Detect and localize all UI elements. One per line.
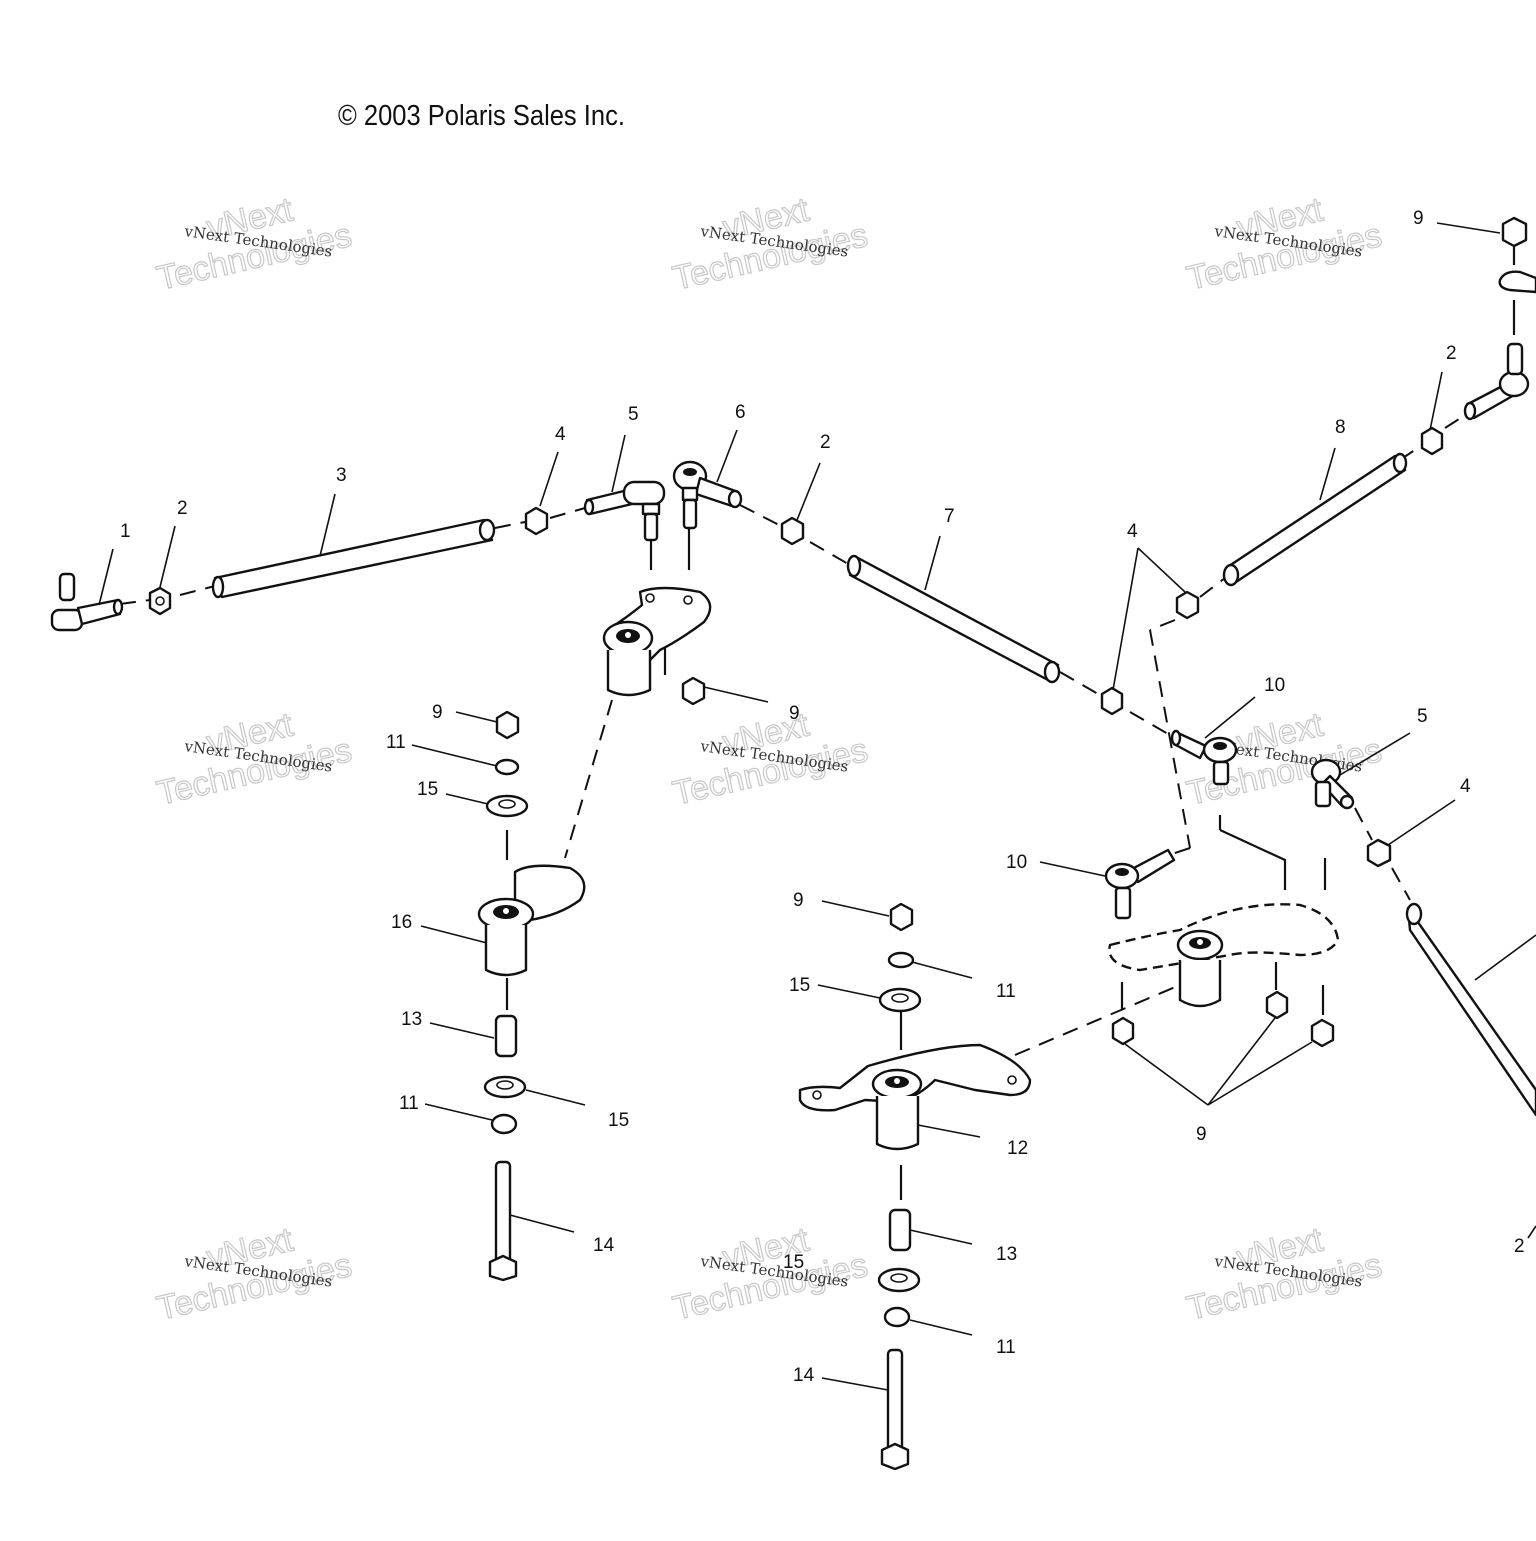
callout-13[interactable]: 13 [996, 1244, 1017, 1265]
parts [50, 216, 1536, 1471]
callout-9[interactable]: 9 [1196, 1124, 1207, 1145]
part-bushing[interactable] [490, 1113, 518, 1135]
part-tie-rod-end-5-right[interactable] [1310, 758, 1355, 810]
part-tie-rod-3[interactable] [211, 518, 496, 599]
part-lock-nut[interactable] [1111, 1016, 1135, 1046]
part-pitman-arm[interactable] [602, 586, 712, 697]
callout-6[interactable]: 6 [735, 402, 746, 423]
part-lock-nut[interactable] [1265, 990, 1289, 1020]
part-sleeve[interactable] [494, 1014, 518, 1058]
part-lock-nut[interactable] [681, 676, 706, 706]
part-lock-nut[interactable] [1310, 1018, 1335, 1048]
part-washer[interactable] [877, 1267, 921, 1293]
callout-2[interactable]: 2 [820, 432, 831, 453]
part-jam-nut[interactable] [1175, 590, 1200, 620]
callout-9[interactable]: 9 [432, 702, 443, 723]
part-rod-end-10-lower[interactable] [1104, 848, 1176, 920]
callout-3[interactable]: 3 [336, 465, 347, 486]
callout-15[interactable]: 15 [417, 779, 438, 800]
part-bolt[interactable] [880, 1348, 910, 1471]
callout-10[interactable]: 10 [1264, 675, 1285, 696]
callout-9[interactable]: 9 [793, 890, 804, 911]
callout-15[interactable]: 15 [789, 975, 810, 996]
callout-4[interactable]: 4 [555, 424, 566, 445]
part-tie-rod-right[interactable] [1405, 902, 1536, 1117]
part-bushing[interactable] [494, 758, 520, 776]
part-bolt[interactable] [488, 1160, 518, 1282]
callout-16[interactable]: 16 [391, 912, 412, 933]
copyright-notice: © 2003 Polaris Sales Inc. [338, 100, 625, 132]
callout-7[interactable]: 7 [944, 506, 955, 527]
part-lock-nut[interactable] [1501, 216, 1528, 248]
part-jam-nut[interactable] [780, 516, 805, 546]
callout-5[interactable]: 5 [628, 404, 639, 425]
part-jam-nut[interactable] [1100, 686, 1124, 716]
part-bushing[interactable] [883, 1306, 911, 1328]
part-lock-nut[interactable] [495, 710, 520, 740]
part-jam-nut[interactable] [1366, 838, 1392, 868]
callout-14[interactable]: 14 [593, 1235, 615, 1256]
callout-1[interactable]: 1 [120, 521, 131, 542]
part-tie-rod-7[interactable] [846, 554, 1061, 684]
part-tie-rod-end-left[interactable] [50, 572, 124, 632]
callout-8[interactable]: 8 [1335, 417, 1346, 438]
part-tie-rod-end-6[interactable] [672, 460, 743, 530]
part-tie-rod-end-upper-right[interactable] [1463, 342, 1530, 421]
part-sleeve[interactable] [888, 1208, 912, 1252]
callout-10[interactable]: 10 [1006, 852, 1027, 873]
part-tie-rod-end-5[interactable] [583, 480, 666, 542]
part-rod-end-10-upper[interactable] [1170, 729, 1238, 786]
callout-4[interactable]: 4 [1460, 776, 1471, 797]
callout-12[interactable]: 12 [1007, 1138, 1028, 1159]
callout-2[interactable]: 2 [1446, 343, 1457, 364]
callout-9[interactable]: 9 [1413, 208, 1424, 229]
assembly-lines [119, 247, 1516, 1200]
part-idler-arm[interactable] [1108, 903, 1340, 1008]
part-tie-rod-8[interactable] [1222, 452, 1408, 587]
leader-lines [98, 222, 1536, 1391]
part-jam-nut[interactable] [1420, 426, 1444, 456]
callouts: 1 2 3 4 5 6 2 7 4 8 2 9 9 9 11 15 16 13 … [120, 208, 1525, 1386]
callout-14[interactable]: 14 [793, 1365, 815, 1386]
part-steering-arm-12[interactable] [798, 1043, 1032, 1151]
callout-9[interactable]: 9 [789, 703, 800, 724]
callout-2[interactable]: 2 [177, 498, 188, 519]
callout-4[interactable]: 4 [1127, 521, 1138, 542]
callout-11[interactable]: 11 [399, 1093, 419, 1114]
part-bushing[interactable] [887, 951, 915, 969]
part-washer[interactable] [485, 794, 529, 818]
part-lock-nut[interactable] [889, 902, 914, 932]
part-jam-nut[interactable] [524, 506, 549, 536]
callout-2[interactable]: 2 [1514, 1236, 1525, 1257]
callout-15[interactable]: 15 [608, 1110, 629, 1131]
callout-11[interactable]: 11 [996, 1337, 1016, 1358]
part-washer[interactable] [483, 1075, 527, 1099]
callout-13[interactable]: 13 [401, 1009, 422, 1030]
part-jam-nut[interactable] [148, 586, 172, 616]
part-steering-arm-16[interactable] [477, 864, 586, 977]
callout-11[interactable]: 11 [386, 732, 406, 753]
part-arm-fragment [1498, 270, 1536, 294]
callout-5[interactable]: 5 [1417, 706, 1428, 727]
callout-15[interactable]: 15 [783, 1252, 804, 1273]
callout-11[interactable]: 11 [996, 981, 1016, 1002]
part-washer[interactable] [878, 987, 922, 1013]
